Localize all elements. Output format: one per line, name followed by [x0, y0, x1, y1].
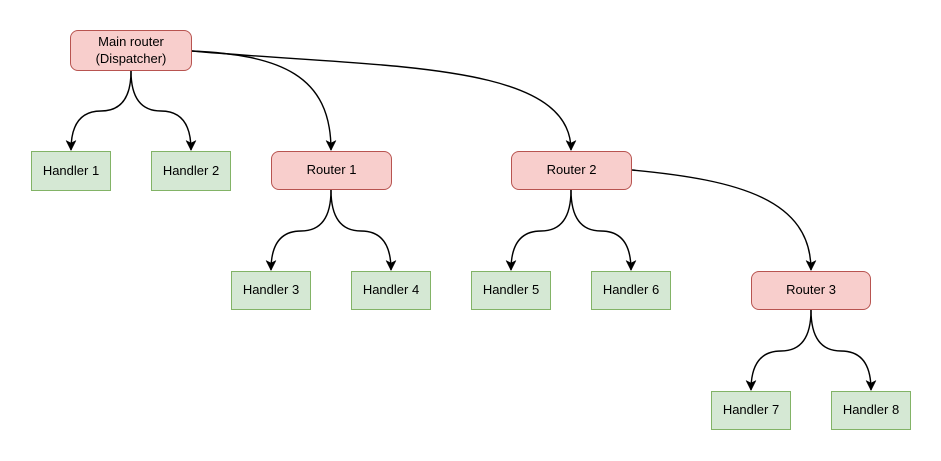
node-handler-7: Handler 7	[711, 391, 791, 430]
node-router-3: Router 3	[751, 271, 871, 310]
node-handler-3: Handler 3	[231, 271, 311, 310]
edge-router-3-to-handler-7	[745, 309, 812, 392]
node-handler-1: Handler 1	[31, 151, 111, 191]
node-router-1: Router 1	[271, 151, 392, 190]
node-handler-4: Handler 4	[351, 271, 431, 310]
edge-main-router-to-router-2	[191, 50, 577, 152]
edge-router-1-to-handler-3	[265, 189, 332, 272]
node-handler-5: Handler 5	[471, 271, 551, 310]
node-handler-6: Handler 6	[591, 271, 671, 310]
edge-router-2-to-handler-5	[505, 189, 572, 272]
node-main-router: Main router (Dispatcher)	[70, 30, 192, 71]
edge-main-router-to-router-1	[191, 50, 337, 152]
node-router-2: Router 2	[511, 151, 632, 190]
edge-main-router-to-handler-1	[65, 70, 132, 152]
edge-router-1-to-handler-4	[330, 189, 397, 272]
edge-router-2-to-handler-6	[570, 189, 637, 272]
node-handler-8: Handler 8	[831, 391, 911, 430]
edge-router-3-to-handler-8	[810, 309, 877, 392]
node-handler-2: Handler 2	[151, 151, 231, 191]
edge-main-router-to-handler-2	[130, 70, 197, 152]
edge-router-2-to-router-3	[631, 169, 817, 272]
